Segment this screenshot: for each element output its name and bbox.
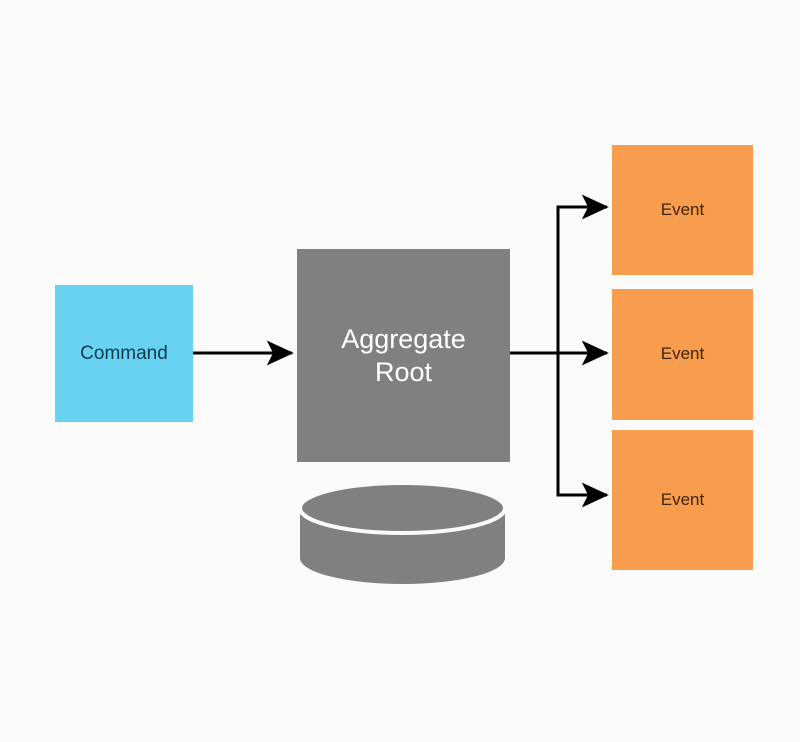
- node-aggregate-root-label-line1: Aggregate: [341, 323, 466, 354]
- node-event-1-label: Event: [660, 199, 705, 219]
- node-event-2-label: Event: [660, 344, 705, 364]
- node-event-2[interactable]: Event: [612, 289, 753, 420]
- database-cylinder-icon: [298, 481, 507, 584]
- node-event-1[interactable]: Event: [612, 145, 753, 275]
- node-aggregate-root[interactable]: Aggregate Root: [297, 249, 510, 462]
- node-aggregate-root-label-line2: Root: [374, 356, 433, 387]
- node-event-3[interactable]: Event: [612, 430, 753, 570]
- node-command-label: Command: [80, 342, 168, 364]
- node-aggregate-root-label: Aggregate Root: [341, 323, 466, 389]
- edge-aggregate-root-to-branch-trunk: [510, 207, 560, 495]
- node-event-3-label: Event: [660, 489, 705, 509]
- node-command[interactable]: Command: [55, 285, 193, 422]
